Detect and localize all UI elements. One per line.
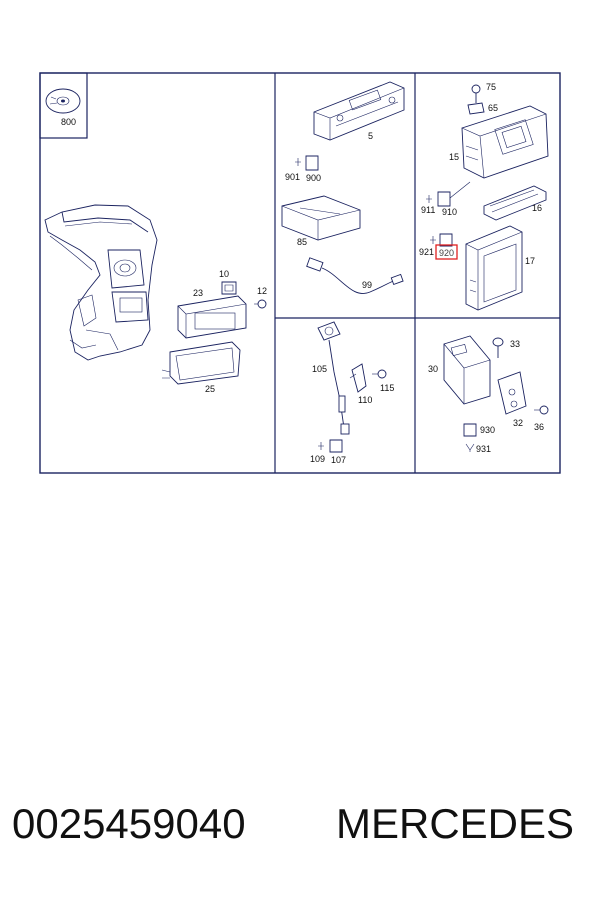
part-16 <box>483 185 547 221</box>
label-107: 107 <box>331 455 346 465</box>
part-65-clip <box>467 102 485 115</box>
label-105: 105 <box>312 364 327 374</box>
label-17: 17 <box>525 256 535 266</box>
part-30-module <box>443 335 491 405</box>
label-75: 75 <box>486 82 496 92</box>
label-32: 32 <box>513 418 523 428</box>
label-65: 65 <box>488 103 498 113</box>
brand-name: MERCEDES <box>336 800 575 847</box>
label-900: 900 <box>306 173 321 183</box>
part-110-bracket <box>349 363 367 393</box>
label-921: 921 <box>419 247 434 257</box>
part-911-910-connectors <box>426 181 471 207</box>
label-901: 901 <box>285 172 300 182</box>
part-75-screw <box>471 84 481 103</box>
label-109: 109 <box>310 454 325 464</box>
part-25-frame <box>161 341 241 385</box>
dashboard-drawing <box>44 204 158 361</box>
label-30: 30 <box>428 364 438 374</box>
parts-diagram: 800 23 10 12 25 <box>39 72 561 474</box>
part-10-clip <box>221 281 237 295</box>
part-12-screw <box>254 299 267 309</box>
label-920: 920 <box>439 248 454 258</box>
label-85: 85 <box>297 237 307 247</box>
label-36: 36 <box>534 422 544 432</box>
part-36-screw <box>534 405 549 415</box>
label-15: 15 <box>449 152 459 162</box>
part-921-920-connectors <box>430 233 453 247</box>
footer: 0025459040 MERCEDES <box>0 800 600 860</box>
label-931: 931 <box>476 444 491 454</box>
part-23 <box>177 295 247 339</box>
highlight-920 <box>435 244 458 260</box>
label-110: 110 <box>358 395 372 405</box>
label-33: 33 <box>510 339 520 349</box>
part-15-nav-unit <box>461 105 549 179</box>
part-109-107-connectors <box>318 439 343 453</box>
label-930: 930 <box>480 425 495 435</box>
cd-box <box>39 72 88 139</box>
part-85-module <box>281 195 361 241</box>
label-10: 10 <box>219 269 229 279</box>
part-number: 0025459040 <box>12 800 246 847</box>
label-99: 99 <box>362 280 372 290</box>
part-32-bracket <box>497 371 527 415</box>
part-930-931-connectors <box>463 423 477 452</box>
label-800: 800 <box>61 117 76 127</box>
cd-disc-icon <box>45 88 81 114</box>
part-5-head-unit <box>313 81 405 141</box>
label-5: 5 <box>368 131 373 141</box>
part-99-cable <box>306 257 404 294</box>
label-12: 12 <box>257 286 267 296</box>
label-16: 16 <box>532 203 542 213</box>
part-33-screw <box>492 337 504 358</box>
label-910: 910 <box>442 207 457 217</box>
diagram-frame <box>39 72 561 474</box>
label-115: 115 <box>380 383 394 393</box>
part-105-antenna <box>317 321 350 435</box>
part-115-screw <box>372 369 387 379</box>
label-911: 911 <box>421 205 435 215</box>
label-25: 25 <box>205 384 215 394</box>
part-17-module <box>465 225 523 311</box>
label-23: 23 <box>193 288 203 298</box>
part-901-900-connectors <box>295 155 319 171</box>
